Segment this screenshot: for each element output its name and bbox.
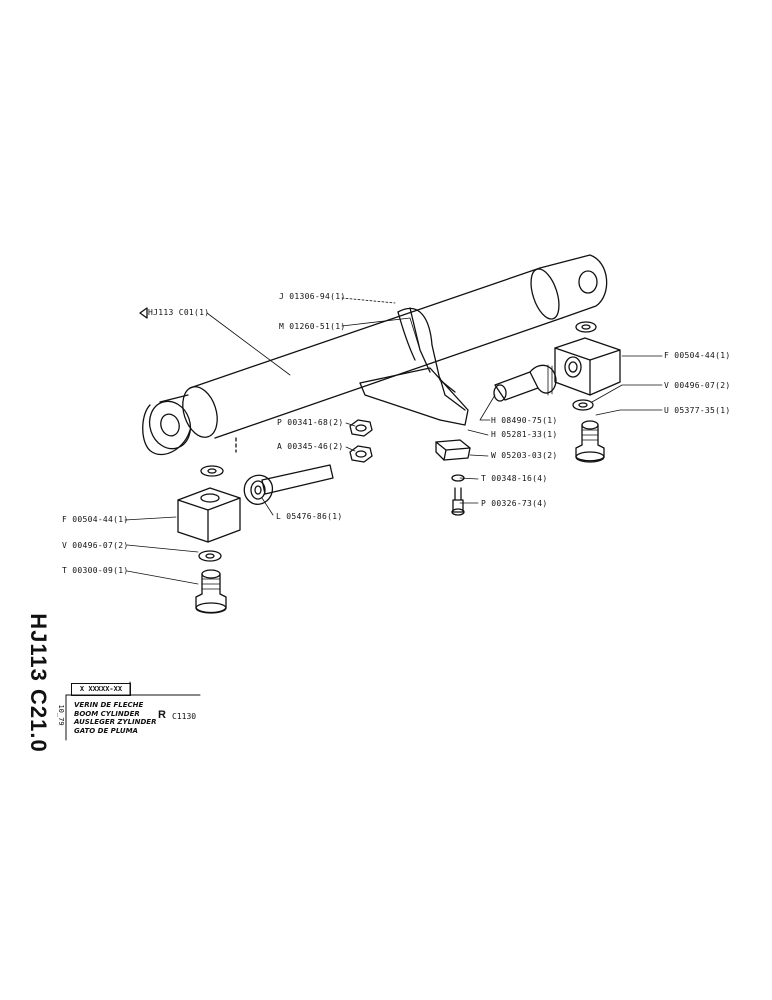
pipe-fitting bbox=[493, 364, 557, 402]
label-washer-v-right: V 00496-07(2) bbox=[664, 381, 731, 390]
left-elbow-fitting bbox=[177, 487, 241, 543]
label-union-t: T 00300-09(1) bbox=[62, 566, 129, 575]
label-cylinder: HJ113 C01(1) bbox=[148, 308, 210, 317]
label-nut-l: L 05476-86(1) bbox=[276, 512, 343, 521]
boom-cylinder bbox=[142, 254, 608, 456]
right-elbow-fitting bbox=[554, 337, 621, 396]
revision-letter: R bbox=[158, 709, 166, 721]
left-pipe-nut bbox=[243, 464, 334, 505]
drawing-date-text: 10_79 bbox=[57, 704, 65, 726]
title-french: VERIN DE FLECHE bbox=[74, 701, 144, 709]
label-clamp-j: J 01306-94(1) bbox=[279, 292, 346, 301]
drawing-date-vertical: 10_79 bbox=[54, 695, 68, 735]
pointer-arrow-icon bbox=[139, 307, 148, 319]
bracket-block bbox=[435, 439, 471, 461]
label-nut-a: A 00345-46(2) bbox=[277, 442, 344, 451]
left-union bbox=[195, 569, 227, 614]
label-pipe-h1: H 08490-75(1) bbox=[491, 416, 558, 425]
title-english: BOOM CYLINDER bbox=[74, 709, 140, 718]
reference-box: X XXXXX-XX bbox=[71, 683, 131, 696]
clamp-bracket bbox=[359, 307, 469, 426]
label-washer-v-left: V 00496-07(2) bbox=[62, 541, 129, 550]
left-top-washer bbox=[200, 465, 224, 477]
label-screw-p-small: P 00326-73(4) bbox=[481, 499, 548, 508]
right-top-washer bbox=[575, 321, 597, 333]
label-bolt-p: P 00341-68(2) bbox=[277, 418, 344, 427]
label-fitting-f-left: F 00504-44(1) bbox=[62, 515, 129, 524]
label-fitting-f-right: F 00504-44(1) bbox=[664, 351, 731, 360]
hex-nut-lower bbox=[349, 445, 373, 463]
label-bracket-w: W 05203-03(2) bbox=[491, 451, 558, 460]
title-spanish: GATO DE PLUMA bbox=[74, 726, 138, 735]
small-screw bbox=[451, 487, 465, 516]
leader-lines bbox=[124, 297, 663, 585]
right-lower-washer bbox=[572, 399, 594, 411]
label-clamp-m: M 01260-51(1) bbox=[279, 322, 346, 331]
title-lines: VERIN DE FLECHE BOOM CYLINDER AUSLEGER Z… bbox=[74, 701, 156, 735]
drawing-code-text: HJ113 C21.0 bbox=[26, 612, 51, 753]
label-union-u: U 05377-35(1) bbox=[664, 406, 731, 415]
title-german: AUSLEGER ZYLINDER bbox=[74, 718, 157, 726]
hex-nut-upper bbox=[349, 419, 373, 437]
model-code: C1130 bbox=[172, 712, 197, 721]
left-lower-washer bbox=[198, 550, 222, 562]
label-pipe-h2: H 05281-33(1) bbox=[491, 430, 558, 439]
right-union bbox=[575, 420, 605, 463]
label-washer-t-small: T 00348-16(4) bbox=[481, 474, 548, 483]
